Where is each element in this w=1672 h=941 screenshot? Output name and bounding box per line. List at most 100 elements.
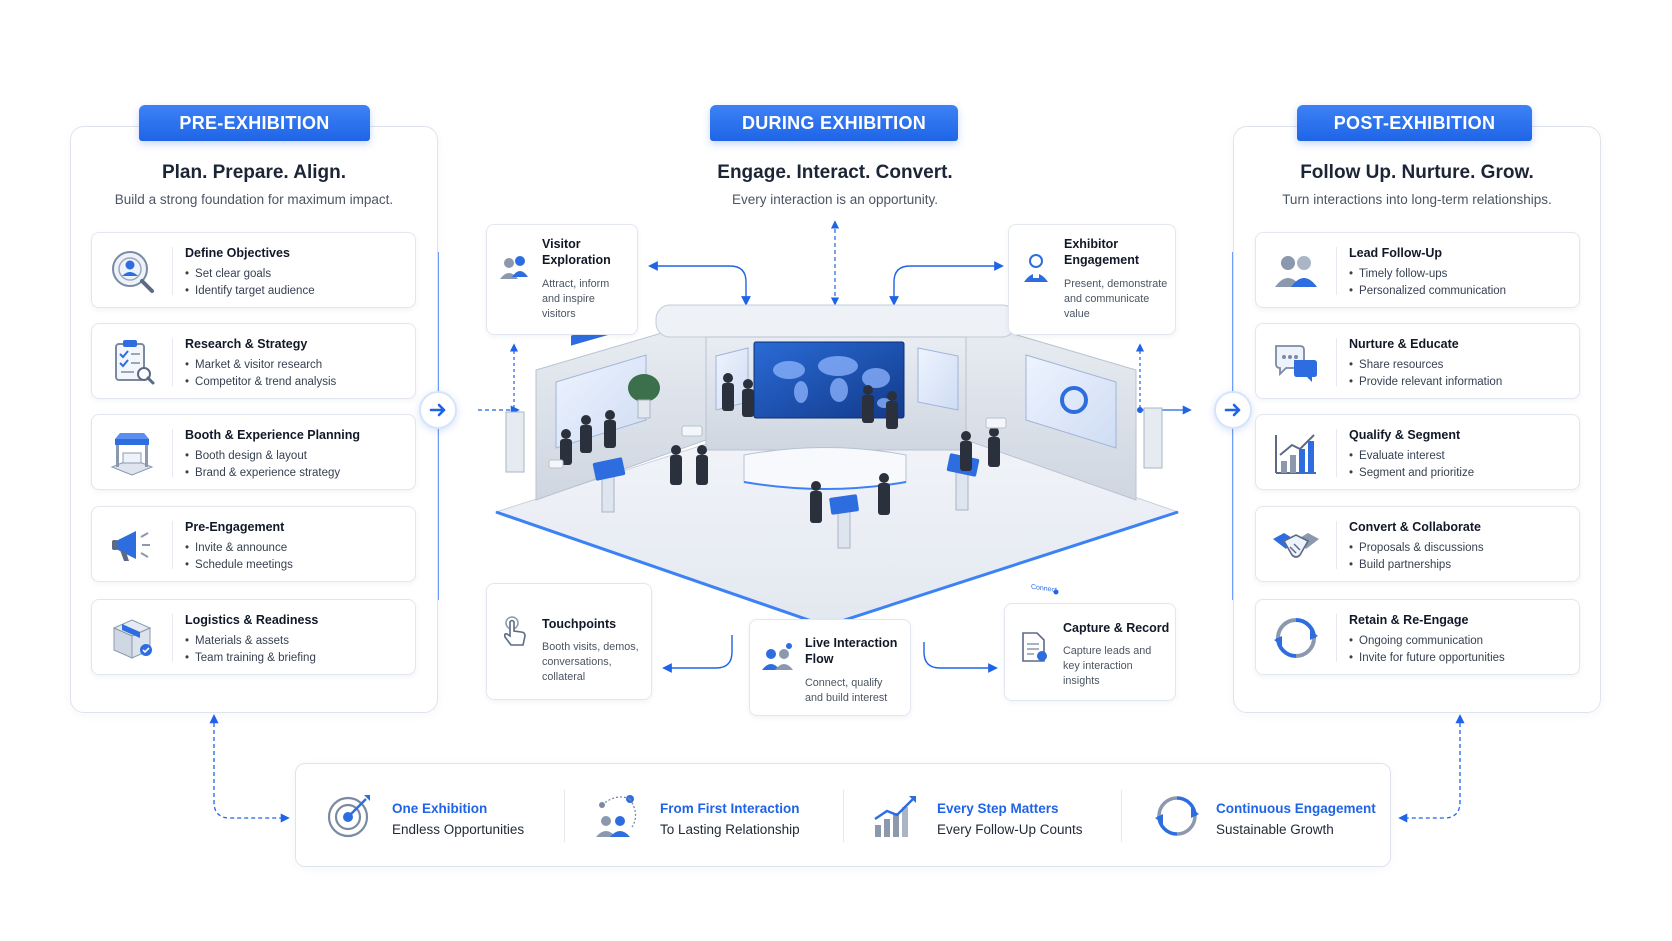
band-subtext: Sustainable Growth (1216, 822, 1334, 837)
card-bullet: Identify target audience (185, 285, 315, 297)
refresh-icon (1155, 796, 1199, 836)
visitor-exploration-desc: visitors (542, 308, 576, 320)
card-booth-experience-planning[interactable]: Booth & Experience Planning Booth design… (91, 414, 416, 490)
exhibitor-engagement-box[interactable]: Exhibitor Engagement Present, demonstrat… (1008, 224, 1176, 335)
card-retain-re-engage[interactable]: Retain & Re-Engage Ongoing communication… (1255, 599, 1580, 675)
card-bullet: Segment and prioritize (1349, 467, 1474, 479)
card-bullet: Competitor & trend analysis (185, 376, 336, 388)
post-exhibition-subtitle: Turn interactions into long-term relatio… (1282, 192, 1552, 207)
card-divider (172, 338, 173, 386)
card-bullet: Invite & announce (185, 542, 287, 554)
card-divider (1336, 614, 1337, 662)
card-title: Lead Follow-Up (1349, 246, 1443, 260)
card-title: Logistics & Readiness (185, 613, 319, 627)
clipboard-checklist-icon (115, 340, 155, 385)
band-heading: One Exhibition (392, 801, 488, 816)
card-title: Qualify & Segment (1349, 428, 1461, 442)
live-interaction-desc: Connect, qualify (805, 677, 883, 689)
interaction-people-icon (762, 643, 793, 670)
visitor-exploration-box[interactable]: Visitor Exploration Attract, inform and … (486, 224, 638, 335)
exhibitor-person-icon (1024, 254, 1048, 282)
band-item-one-exhibition: One Exhibition Endless Opportunities (324, 764, 569, 868)
live-interaction-title-line2: Flow (805, 652, 834, 666)
card-bullet: Build partnerships (1349, 559, 1451, 571)
tap-hand-icon (503, 616, 526, 646)
card-research-strategy[interactable]: Research & Strategy Market & visitor res… (91, 323, 416, 399)
band-separator (1121, 790, 1122, 842)
cycle-icon (1274, 618, 1318, 658)
exhibitor-engagement-title-line2: Engagement (1064, 253, 1140, 267)
card-bullet: Timely follow-ups (1349, 268, 1447, 280)
touchpoints-desc: Booth visits, demos, (542, 641, 639, 653)
card-divider (1336, 429, 1337, 477)
pre-exhibition-subtitle: Build a strong foundation for maximum im… (114, 192, 394, 207)
band-heading: Continuous Engagement (1216, 801, 1376, 816)
exhibitor-engagement-desc: value (1064, 308, 1090, 320)
card-title: Convert & Collaborate (1349, 520, 1481, 534)
card-bullet: Materials & assets (185, 635, 289, 647)
people-icon (1275, 256, 1317, 287)
package-icon (112, 619, 152, 659)
during-exhibition-tab: DURING EXHIBITION (710, 105, 958, 141)
band-item-continuous-engagement: Continuous Engagement Sustainable Growth (1152, 764, 1382, 868)
post-exhibition-heading: Follow Up. Nurture. Grow. (1300, 162, 1534, 183)
right-wall-sign: Connect (1031, 584, 1057, 595)
card-define-objectives[interactable]: Define Objectives Set clear goals Identi… (91, 232, 416, 308)
band-separator (843, 790, 844, 842)
arrow-right-icon (1224, 403, 1241, 417)
exhibitor-engagement-desc: Present, demonstrate (1064, 278, 1168, 290)
card-bullet: Brand & experience strategy (185, 467, 340, 479)
card-title: Pre-Engagement (185, 520, 285, 534)
card-title: Retain & Re-Engage (1349, 613, 1469, 627)
card-pre-engagement[interactable]: Pre-Engagement Invite & announce Schedul… (91, 506, 416, 582)
live-interaction-flow-box[interactable]: Live Interaction Flow Connect, qualify a… (749, 619, 911, 716)
band-separator (564, 790, 565, 842)
card-qualify-segment[interactable]: Qualify & Segment Evaluate interest Segm… (1255, 414, 1580, 490)
visitor-exploration-desc: Attract, inform (542, 278, 610, 290)
live-interaction-title: Live Interaction (805, 636, 898, 650)
arrow-right-icon (429, 403, 446, 417)
bar-growth-icon (1275, 434, 1316, 474)
card-divider (172, 429, 173, 477)
card-bullet: Team training & briefing (185, 652, 316, 664)
card-divider (172, 614, 173, 662)
card-bullet: Booth design & layout (185, 450, 307, 462)
card-bullet: Share resources (1349, 359, 1443, 371)
card-bullet: Evaluate interest (1349, 450, 1445, 462)
capture-record-box[interactable]: Capture & Record Capture leads and key i… (1004, 603, 1176, 701)
pre-exhibition-tab: PRE-EXHIBITION (139, 105, 370, 141)
card-bullet: Proposals & discussions (1349, 542, 1484, 554)
card-convert-collaborate[interactable]: Convert & Collaborate Proposals & discus… (1255, 506, 1580, 582)
card-bullet: Provide relevant information (1349, 376, 1502, 388)
card-lead-follow-up[interactable]: Lead Follow-Up Timely follow-ups Persona… (1255, 232, 1580, 308)
chat-bubbles-icon (1275, 345, 1317, 382)
exhibition-booth-illustration: Innovation Connect (494, 304, 1180, 628)
network-people-icon (596, 795, 637, 837)
card-title: Define Objectives (185, 246, 290, 260)
card-divider (1336, 338, 1337, 386)
card-nurture-educate[interactable]: Nurture & Educate Share resources Provid… (1255, 323, 1580, 399)
target-user-icon (112, 251, 154, 293)
during-exhibition-subtitle: Every interaction is an opportunity. (731, 192, 939, 207)
document-capture-icon (1022, 632, 1047, 662)
touchpoints-box[interactable]: Touchpoints Booth visits, demos, convers… (486, 583, 652, 700)
post-exhibition-tab: POST-EXHIBITION (1297, 105, 1532, 141)
handshake-icon (1273, 533, 1319, 558)
growth-chart-icon (874, 796, 916, 837)
card-divider (1336, 521, 1337, 569)
value-summary-band: One Exhibition Endless Opportunities Fro… (295, 763, 1391, 867)
band-heading: Every Step Matters (937, 801, 1059, 816)
capture-record-desc: key interaction (1063, 660, 1133, 672)
visitor-exploration-title-line2: Exploration (542, 253, 611, 267)
card-divider (172, 521, 173, 569)
card-bullet: Set clear goals (185, 268, 271, 280)
band-item-every-step: Every Step Matters Every Follow-Up Count… (869, 764, 1119, 868)
next-phase-arrow (419, 391, 457, 429)
card-title: Research & Strategy (185, 337, 308, 351)
card-divider (1336, 247, 1337, 295)
visitor-exploration-desc: and inspire (542, 293, 595, 305)
bullseye-icon (327, 795, 370, 838)
card-bullet: Market & visitor research (185, 359, 322, 371)
card-logistics-readiness[interactable]: Logistics & Readiness Materials & assets… (91, 599, 416, 675)
band-heading: From First Interaction (660, 801, 800, 816)
